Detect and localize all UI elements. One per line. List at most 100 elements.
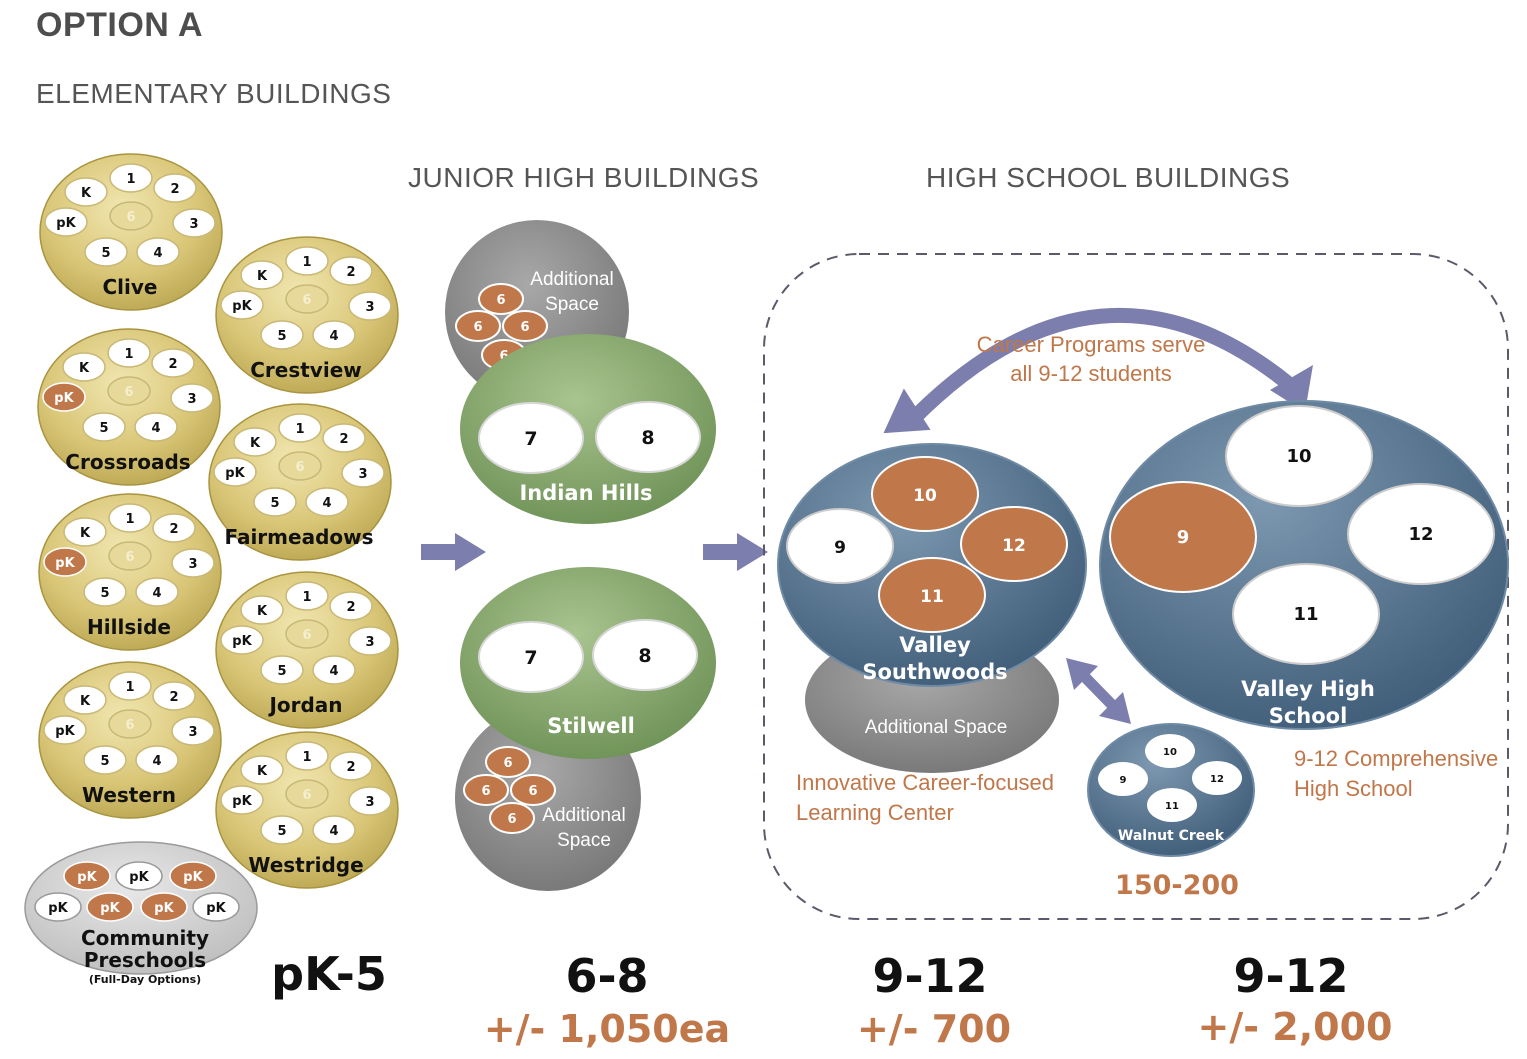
high-school-heading: HIGH SCHOOL BUILDINGS	[926, 162, 1291, 193]
preschool-name-line1: Community	[81, 926, 209, 950]
grade-label: 1	[124, 347, 133, 362]
southwoods-grade-12: 12	[1002, 536, 1026, 556]
grade-pill	[63, 517, 107, 547]
grade-label: pK	[232, 299, 252, 314]
grade-label: 4	[329, 329, 338, 344]
grade-label: K	[80, 526, 91, 541]
grade-pill	[240, 595, 284, 625]
grade-pill	[64, 177, 108, 207]
valley-caption-line2: High School	[1294, 776, 1413, 801]
walnut-grade-10: 10	[1163, 747, 1177, 758]
grade-pill	[348, 291, 392, 321]
southwoods-caption-line1: Innovative Career-focused	[796, 770, 1054, 795]
stilwell-grade-7: 7	[524, 647, 537, 669]
svg-text:6: 6	[473, 320, 482, 335]
grade-label: 4	[329, 824, 338, 839]
grade-label: 6	[125, 718, 134, 733]
grade-label: 5	[277, 329, 286, 344]
grade-label: 5	[270, 496, 279, 511]
preschool-pill	[140, 892, 188, 922]
grade-label: 4	[151, 421, 160, 436]
grade-label: 4	[152, 754, 161, 769]
grade-label: 5	[277, 664, 286, 679]
southwoods-walnut-arrow	[1066, 658, 1131, 724]
walnut-creek-enrollment: 150-200	[1115, 870, 1239, 901]
valley-name-line1: Valley High	[1241, 677, 1375, 701]
grade-label: 5	[100, 586, 109, 601]
preschool-pill	[63, 861, 111, 891]
grade-label: 2	[346, 265, 355, 280]
grade-label: 2	[169, 690, 178, 705]
grade-label: 6	[126, 210, 135, 225]
grade-label: 4	[152, 586, 161, 601]
grade-pill	[220, 625, 264, 655]
additional-label-bottom-2: Space	[557, 830, 611, 851]
grade-label: pK	[56, 216, 76, 231]
grade-label: K	[257, 764, 268, 779]
high-school-boundary	[763, 253, 1509, 920]
valley-grade-9: 9	[1177, 527, 1190, 548]
grade-label: 3	[365, 635, 374, 650]
junior-grade-range: 6-8	[565, 949, 648, 1003]
valley-grade-11: 11	[1293, 604, 1318, 625]
grade-pill	[108, 671, 152, 701]
grade-label: 6	[302, 628, 311, 643]
grade-label: 2	[346, 600, 355, 615]
preschool-pill-label: pK	[206, 901, 226, 916]
flow-arrow-elementary-to-junior	[421, 533, 486, 571]
grade-label: 2	[168, 357, 177, 372]
valley-enrollment: +/- 2,000	[1198, 1005, 1393, 1049]
grade-pill	[152, 513, 196, 543]
grade-pill	[253, 487, 297, 517]
valley-grade-12: 12	[1408, 524, 1433, 545]
elementary-building-name: Hillside	[87, 615, 171, 639]
grade-label: 3	[188, 557, 197, 572]
grade-pill	[82, 412, 126, 442]
preschool-pill-label: pK	[100, 901, 120, 916]
grade-label: 5	[100, 754, 109, 769]
svg-text:6: 6	[481, 784, 490, 799]
grade-pill	[329, 591, 373, 621]
grade-label: 6	[295, 460, 304, 475]
grade-label: 6	[125, 550, 134, 565]
indian-hills-building	[460, 334, 716, 524]
grade-pill	[348, 626, 392, 656]
preschool-pill-label: pK	[183, 870, 203, 885]
junior-high-heading: JUNIOR HIGH BUILDINGS	[408, 162, 760, 193]
southwoods-grade-10: 10	[913, 486, 937, 506]
grade-pill	[172, 208, 216, 238]
grade-label: 5	[277, 824, 286, 839]
grade-pill	[240, 755, 284, 785]
grade-pill	[213, 457, 257, 487]
walnut-creek-name: Walnut Creek	[1118, 828, 1225, 844]
flow-arrow-junior-to-high	[703, 533, 768, 571]
grade-label: 4	[329, 664, 338, 679]
grade-label: 5	[101, 246, 110, 261]
walnut-grade-11: 11	[1165, 801, 1179, 812]
indian-hills-grade-7: 7	[524, 428, 537, 450]
grade-pill	[278, 451, 322, 481]
preschool-name-line2: Preschools	[84, 948, 206, 972]
grade-label: 6	[124, 385, 133, 400]
grade-label: 3	[189, 217, 198, 232]
grade-pill	[312, 320, 356, 350]
grade-label: 1	[125, 680, 134, 695]
indian-hills-name: Indian Hills	[519, 481, 652, 505]
grade-pill	[109, 163, 153, 193]
grade-pill	[170, 383, 214, 413]
additional-label-top-1: Additional	[530, 269, 613, 290]
grade-pill	[322, 423, 366, 453]
grade-pill	[312, 815, 356, 845]
grade-pill	[108, 541, 152, 571]
grade-label: pK	[55, 724, 75, 739]
valley-high-school: 10 9 12 11 Valley High School	[1099, 400, 1509, 730]
grade-label: 1	[295, 422, 304, 437]
extra-grade-6-cluster-bottom: 6 6 6 6	[463, 746, 556, 834]
grade-pill	[135, 577, 179, 607]
